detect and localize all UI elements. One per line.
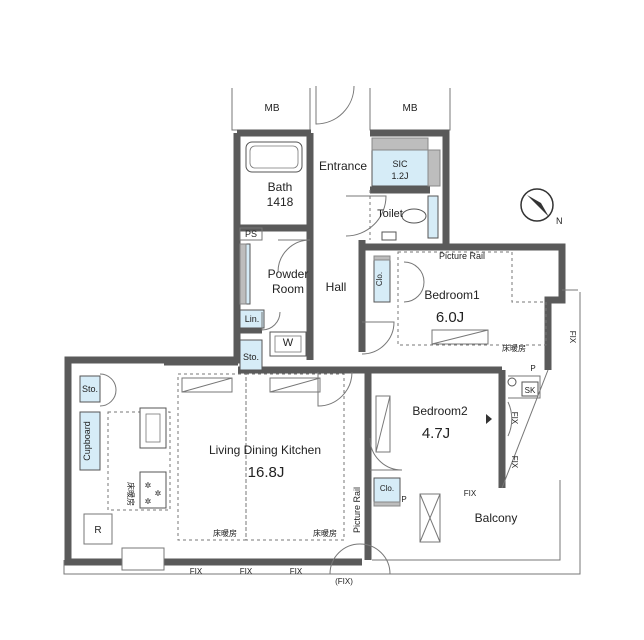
bedroom1-size-label: 6.0J bbox=[436, 309, 464, 326]
cupboard-label: Cupboard bbox=[82, 421, 92, 461]
fix-bottom-3-label: FIX bbox=[290, 567, 303, 576]
svg-text:✲: ✲ bbox=[155, 489, 162, 498]
toilet-label: Toilet bbox=[377, 208, 403, 220]
powder-label-2: Room bbox=[272, 282, 304, 296]
ldk-size-label: 16.8J bbox=[248, 464, 285, 481]
bedroom1-area bbox=[373, 251, 547, 346]
storage-small bbox=[239, 339, 263, 371]
svg-text:✲: ✲ bbox=[145, 481, 152, 490]
mb-left-label: MB bbox=[265, 103, 280, 114]
fix-right-label: FIX bbox=[568, 331, 577, 344]
floor-heating-kitchen-label: 床暖房 bbox=[126, 482, 136, 506]
interior-walls bbox=[164, 133, 506, 560]
svg-text:✲: ✲ bbox=[145, 497, 152, 506]
mb-right-label: MB bbox=[403, 103, 418, 114]
bath-size-label: 1418 bbox=[267, 195, 294, 209]
sk-label: SK bbox=[525, 386, 536, 395]
p-bottom-label: P bbox=[401, 495, 406, 504]
sic-size-label: 1.2J bbox=[391, 171, 408, 181]
outer-boundary bbox=[63, 289, 581, 575]
bedroom2-size-label: 4.7J bbox=[422, 425, 450, 442]
clo-bedroom2-label: Clo. bbox=[380, 484, 394, 493]
sto-left-label: Sto. bbox=[82, 384, 98, 394]
fix-bottom-2-label: FIX bbox=[240, 567, 253, 576]
balcony-area bbox=[419, 493, 441, 543]
powder-label-1: Powder bbox=[268, 267, 309, 281]
linen-closet bbox=[239, 309, 265, 329]
p-top-label: P bbox=[530, 364, 535, 373]
floor-heating-ldk1-label: 床暖房 bbox=[213, 528, 237, 538]
balcony-label: Balcony bbox=[475, 511, 518, 525]
vanity bbox=[239, 243, 251, 305]
sic-closet bbox=[371, 137, 441, 187]
bathtub bbox=[245, 141, 303, 173]
ps-label: PS bbox=[245, 229, 257, 239]
fix-bottom-1-label: FIX bbox=[190, 567, 203, 576]
cooktop: ✲ ✲ ✲ bbox=[145, 481, 162, 506]
picture-rail-left-label: Picture Rail bbox=[352, 487, 362, 533]
clo-bedroom1-label: Clo. bbox=[375, 272, 384, 286]
fix-bottom-paren-label: (FIX) bbox=[335, 577, 353, 586]
north-arrow: N bbox=[520, 188, 563, 226]
toilet-fixture bbox=[381, 195, 439, 241]
outer-walls bbox=[64, 129, 566, 566]
bedroom2-arrow-icon bbox=[486, 414, 492, 424]
bedroom1-label: Bedroom1 bbox=[424, 288, 480, 302]
r-label: R bbox=[94, 525, 101, 536]
doors bbox=[99, 85, 513, 575]
sic-label: SIC bbox=[392, 159, 408, 169]
ldk-label: Living Dining Kitchen bbox=[209, 443, 321, 457]
ps-shaft bbox=[239, 227, 263, 241]
bedroom2-label: Bedroom2 bbox=[412, 404, 468, 418]
floor-heating-ldk2-label: 床暖房 bbox=[313, 528, 337, 538]
bedroom2-area bbox=[372, 369, 561, 561]
lin-label: Lin. bbox=[245, 314, 260, 324]
floor-heating-b1-label: 床暖房 bbox=[502, 343, 526, 353]
north-label: N bbox=[556, 216, 563, 226]
fix-b2-2-label: FIX bbox=[510, 456, 519, 469]
sto-small-label: Sto. bbox=[243, 352, 259, 362]
w-label: W bbox=[283, 337, 294, 349]
fix-b2-bottom-label: FIX bbox=[464, 489, 477, 498]
hall-label: Hall bbox=[326, 280, 347, 294]
washer-space bbox=[269, 331, 307, 357]
picture-rail-top-label: Picture Rail bbox=[439, 251, 485, 261]
fix-b2-1-label: FIX bbox=[510, 412, 519, 425]
ldk-heating-panels bbox=[177, 373, 345, 541]
bath-label: Bath bbox=[268, 180, 293, 194]
kitchen-area bbox=[79, 375, 171, 571]
entrance-label: Entrance bbox=[319, 159, 367, 173]
